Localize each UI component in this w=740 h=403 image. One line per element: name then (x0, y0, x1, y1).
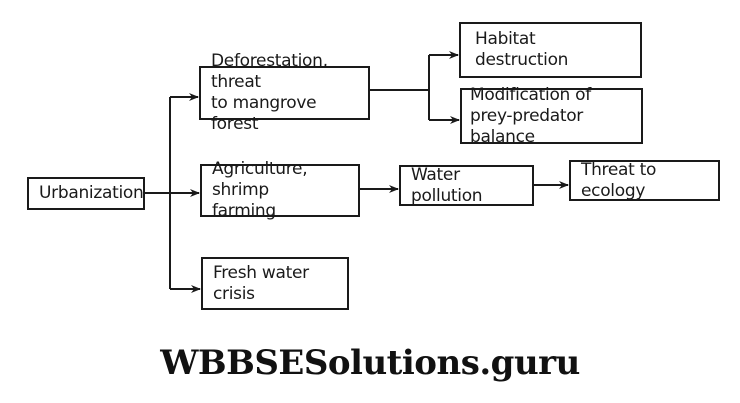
node-label-line1: Modification of (470, 84, 591, 105)
node-label-line1: Agriculture, shrimp (212, 159, 308, 200)
watermark: WBBSESolutions.guru (160, 343, 580, 383)
node-urbanization: Urbanization (27, 177, 145, 210)
node-label: Habitat destruction (475, 29, 569, 70)
node-threat-to-ecology: Threat to ecology (569, 160, 720, 201)
node-water-pollution: Water pollution (399, 165, 534, 206)
node-label-line1: Deforestation, threat (211, 51, 328, 92)
node-label: Fresh water crisis (213, 262, 309, 304)
node-label: Water pollution (411, 164, 483, 206)
node-agriculture: Agriculture, shrimp farming (200, 159, 360, 221)
node-label: Urbanization (39, 183, 144, 203)
node-habitat-destruction: Habitat destruction (459, 22, 642, 78)
node-modification: Modification of prey-predator balance (460, 84, 643, 147)
node-label-line2: to mangrove forest (211, 93, 317, 134)
node-label: Threat to ecology (581, 159, 657, 201)
node-label-line2: prey-predator balance (470, 105, 583, 147)
node-label-line2: farming (212, 201, 276, 221)
node-fresh-water-crisis: Fresh water crisis (201, 257, 349, 310)
node-deforestation: Deforestation, threat to mangrove forest (199, 51, 370, 134)
